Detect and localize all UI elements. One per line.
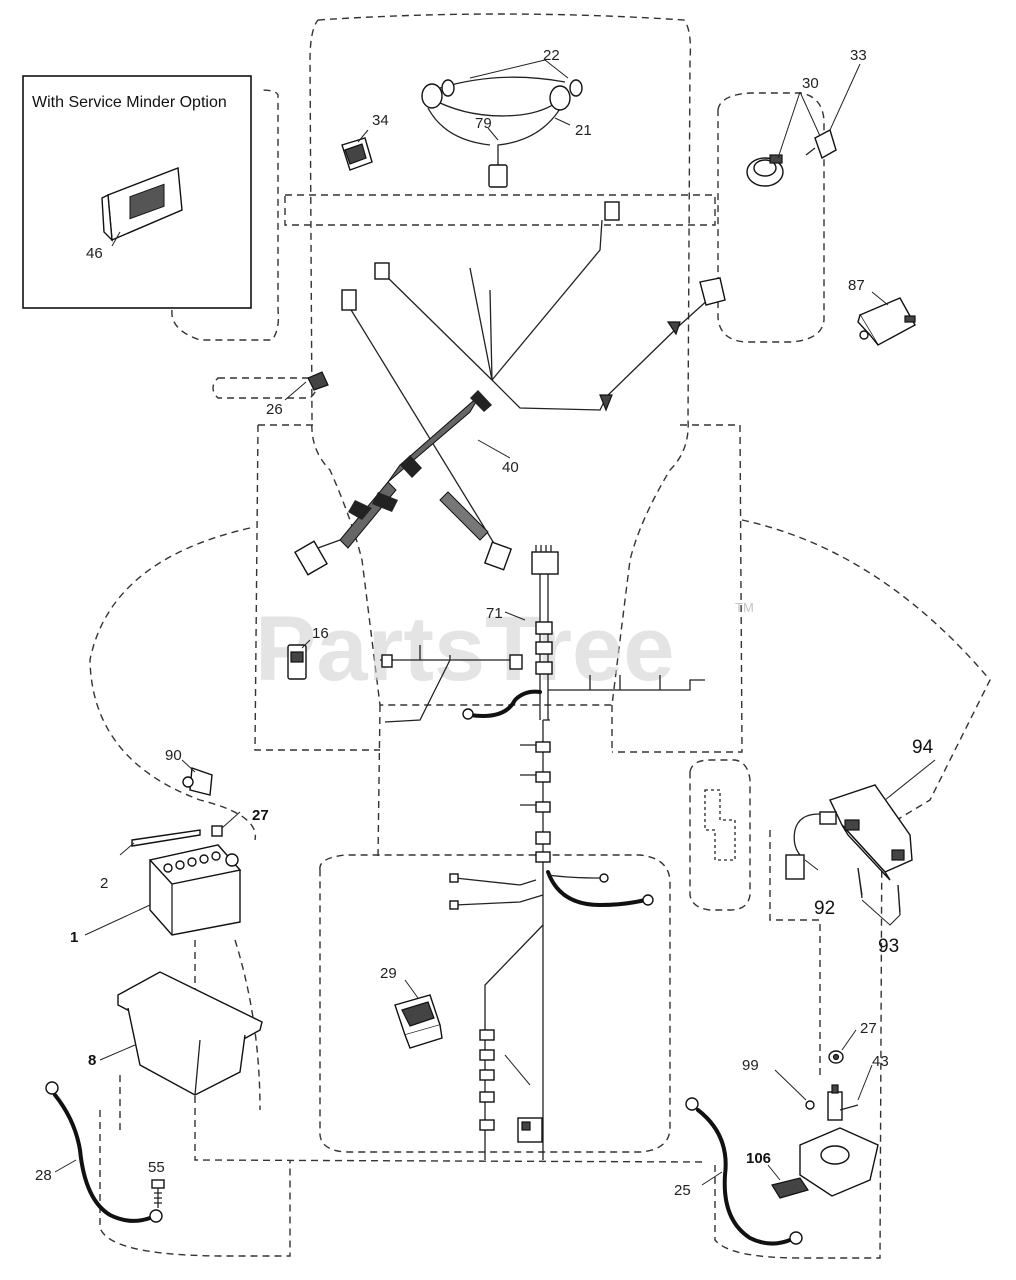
nut-27b	[828, 1029, 857, 1064]
label-27a: 27	[252, 807, 269, 824]
ignition-key-33	[799, 63, 861, 160]
harness-71	[380, 545, 705, 1160]
battery-1	[84, 811, 242, 936]
label-94: 94	[912, 737, 934, 758]
label-46: 46	[86, 245, 103, 262]
label-16: 16	[312, 625, 329, 642]
label-106: 106	[746, 1150, 771, 1167]
label-92: 92	[814, 898, 835, 919]
label-26: 26	[266, 401, 283, 418]
main-harness-40	[294, 201, 726, 576]
label-27b: 27	[860, 1020, 877, 1037]
service-minder-module	[101, 167, 183, 247]
label-40: 40	[502, 459, 519, 476]
fuse-26	[284, 371, 329, 401]
headlight-harness	[421, 59, 583, 188]
battery-tray-8	[99, 971, 263, 1096]
part-90	[181, 759, 213, 796]
label-1: 1	[70, 929, 78, 946]
label-33: 33	[850, 47, 867, 64]
label-28: 28	[35, 1167, 52, 1184]
label-87: 87	[848, 277, 865, 294]
starter-solenoid-43	[799, 1064, 879, 1197]
label-21: 21	[575, 122, 592, 139]
switch-34	[341, 129, 373, 171]
label-55: 55	[148, 1159, 165, 1176]
watermark-text: PartsTree	[255, 598, 674, 700]
ignition-switch-30	[746, 91, 801, 187]
label-34: 34	[372, 112, 389, 129]
label-25: 25	[674, 1182, 691, 1199]
seat-switch-29	[394, 979, 443, 1049]
service-minder-inset: With Service Minder Option 46	[22, 75, 252, 309]
module-94	[793, 759, 936, 926]
label-79: 79	[475, 115, 492, 132]
watermark-tm: TM	[735, 600, 754, 615]
label-43: 43	[872, 1053, 889, 1070]
watermark: PartsTree TM	[255, 598, 754, 700]
bolt-55	[151, 1179, 165, 1208]
inset-title: With Service Minder Option	[32, 94, 227, 111]
part-99	[774, 1069, 815, 1110]
label-30: 30	[802, 75, 819, 92]
label-2: 2	[100, 875, 108, 892]
solenoid-87	[857, 291, 916, 346]
label-93: 93	[878, 936, 899, 957]
label-99: 99	[742, 1057, 759, 1074]
battery-cable-28	[45, 1081, 163, 1223]
label-29: 29	[380, 965, 397, 982]
connector-92	[785, 854, 805, 880]
connector-16	[287, 639, 311, 680]
label-22: 22	[543, 47, 560, 64]
label-90: 90	[165, 747, 182, 764]
label-8: 8	[88, 1052, 96, 1069]
clip-106	[767, 1164, 809, 1199]
cutout-slot	[704, 789, 736, 861]
relay-small	[517, 1117, 543, 1143]
cable-25	[685, 1097, 803, 1246]
label-71: 71	[486, 605, 503, 622]
